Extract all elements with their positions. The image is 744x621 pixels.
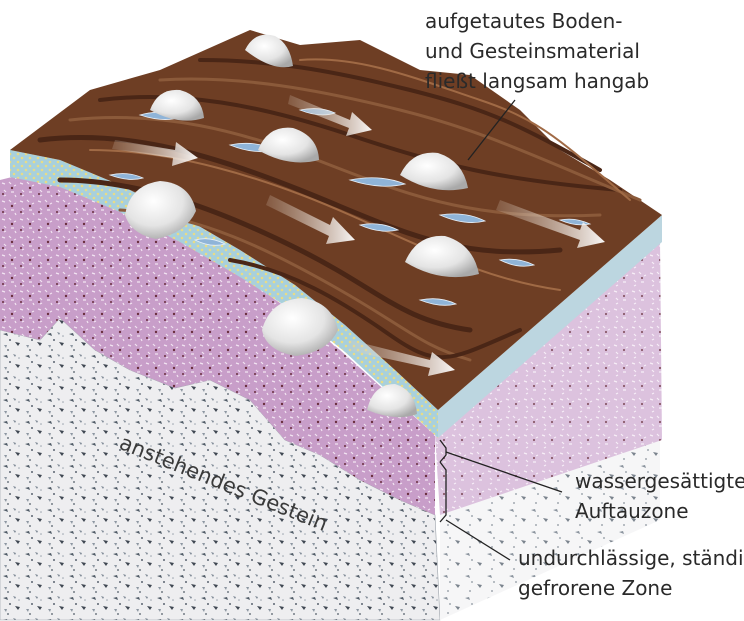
svg-text:undurchlässige, ständig: undurchlässige, ständig: [518, 546, 744, 570]
label-frozen-zone: undurchlässige, ständig gefrorene Zone: [518, 546, 744, 600]
svg-text:gefrorene Zone: gefrorene Zone: [518, 576, 672, 600]
svg-text:wassergesättigte: wassergesättigte: [575, 469, 744, 493]
svg-text:fließt langsam hangab: fließt langsam hangab: [425, 69, 649, 93]
svg-text:und Gesteinsmaterial: und Gesteinsmaterial: [425, 39, 640, 63]
svg-text:aufgetautes Boden-: aufgetautes Boden-: [425, 9, 623, 33]
svg-text:Auftauzone: Auftauzone: [575, 499, 689, 523]
label-thawed-material: aufgetautes Boden- und Gesteinsmaterial …: [425, 9, 649, 93]
